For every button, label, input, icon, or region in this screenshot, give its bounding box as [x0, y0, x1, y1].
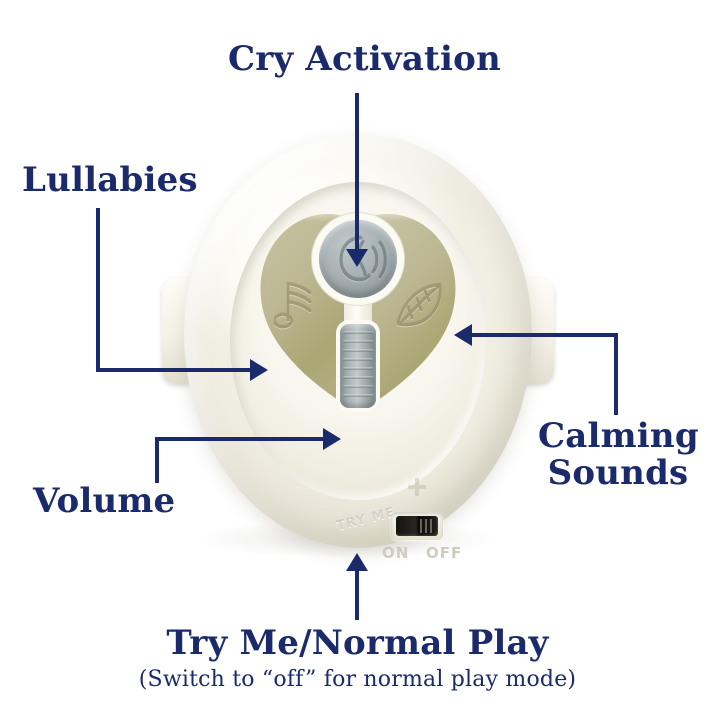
callout-label-calming-sounds-line2: Sounds: [547, 452, 689, 493]
connector-calming-horizontal: [472, 333, 618, 337]
connector-lullabies-horizontal: [96, 368, 252, 372]
callout-label-try-me: Try Me/Normal Play: [166, 623, 549, 663]
volume-slider[interactable]: [340, 324, 376, 408]
callout-sublabel-try-me: (Switch to “off” for normal play mode): [138, 667, 577, 692]
switch-on-label: ON: [382, 544, 410, 562]
switch-off-label: OFF: [426, 544, 463, 562]
try-me-emboss-label: TRY ME: [335, 504, 397, 535]
arrowhead-try-me: [346, 553, 368, 571]
callout-label-volume: Volume: [33, 481, 176, 521]
arrowhead-lullabies: [250, 359, 268, 381]
try-me-toggle-switch[interactable]: [391, 512, 443, 540]
connector-cry-activation: [355, 93, 359, 251]
heart-button-cluster: [258, 214, 458, 408]
callout-label-cry-activation: Cry Activation: [228, 39, 501, 79]
callout-label-calming-sounds-line1: Calming: [538, 416, 699, 456]
connector-try-me: [355, 570, 359, 620]
arrowhead-volume: [323, 428, 341, 450]
toggle-knob[interactable]: [396, 516, 438, 536]
arrowhead-calming-sounds: [454, 324, 472, 346]
callout-label-lullabies: Lullabies: [22, 160, 198, 200]
connector-lullabies-vertical: [96, 208, 100, 372]
connector-calming-vertical: [614, 333, 618, 415]
connector-volume-vertical: [155, 437, 159, 483]
arrowhead-cry-activation: [346, 249, 368, 267]
plus-mark: [408, 478, 426, 496]
connector-volume-horizontal: [155, 437, 325, 441]
music-note-icon: [274, 282, 312, 329]
leaf-icon: [396, 283, 442, 327]
